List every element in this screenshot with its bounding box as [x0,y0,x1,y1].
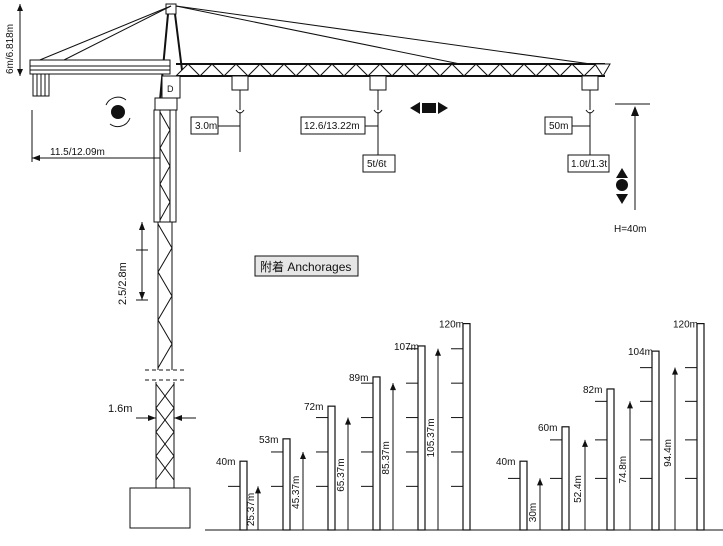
mast-right-group-0 [519,460,528,531]
anchor-height-label-right-group-2: 74.8m [618,456,629,484]
anchor-arrow-left-group-1 [300,451,306,459]
label-radius-mid: 12.6/13.22m [304,121,360,132]
mast-upper [153,109,177,223]
label-load-tip: 1.0t/1.3t [571,159,607,170]
anchor-arrow-left-group-0 [255,486,261,494]
label-mast-width: 1.6m [108,403,132,415]
dim-mast-section: 2.5/2.8m [117,222,148,305]
anchorage-group-right: 40m 60m 82m 104m 120m 30m 52.4m 74.8m 94.4m [496,320,705,531]
svg-text:D: D [167,84,174,94]
mast-lower [155,382,175,488]
height-label-right-group-2: 82m [583,385,602,396]
label-counter-jib-height: 6m/6.818m [5,24,16,74]
height-label-right-group-3: 104m [628,347,653,358]
height-label-right-group-4: 120m [673,320,698,331]
label-load-mid: 5t/6t [367,159,387,170]
label-hook-height: H=40m [614,224,647,235]
anchor-height-label-right-group-0: 30m [528,503,539,522]
jib [175,63,611,77]
trolley-travel-icon [410,102,448,114]
dim-counter-jib-height: 6m/6.818m [5,4,23,76]
anchor-arrow-left-group-3 [390,383,396,391]
mast-left-group-4 [417,345,426,531]
radius-mid: 12.6/13.22m 5t/6t [300,116,396,173]
mast-right-group-3 [651,350,660,531]
height-label-right-group-1: 60m [538,423,557,434]
mast-right-group-4 [696,323,705,531]
height-arrow [615,103,650,210]
anchorages-title-text: 附着 Anchorages [260,259,351,274]
anchor-arrow-right-group-0 [537,478,543,486]
height-label-left-group-4: 107m [394,342,419,353]
anchor-height-label-left-group-3: 85.37m [381,441,392,474]
anchor-arrow-left-group-4 [435,348,441,356]
radius-near: 3.0m [190,116,240,135]
slew-rotation-icon [105,96,131,128]
mast-left-group-5 [462,323,471,531]
label-radius-near: 3.0m [195,121,217,132]
anchorages-title: 附着 Anchorages [254,255,359,277]
dim-counter-jib-length: 11.5/12.09m [31,110,160,162]
mast-left-group-2 [327,405,336,531]
height-label-left-group-0: 40m [216,457,235,468]
anchor-height-label-left-group-1: 45.37m [291,476,302,509]
mast-right-group-1 [561,426,570,531]
anchor-arrow-right-group-1 [582,439,588,447]
hook-near [231,75,249,152]
counter-jib [29,59,171,97]
radius-tip: 50m 1.0t/1.3t [544,116,610,173]
anchor-height-label-right-group-1: 52.4m [573,475,584,503]
height-label-left-group-2: 72m [304,402,323,413]
anchor-arrow-right-group-3 [672,367,678,375]
mast-left-group-3 [372,376,381,531]
height-label-left-group-1: 53m [259,435,278,446]
height-label-left-group-3: 89m [349,373,368,384]
label-mast-section: 2.5/2.8m [117,262,129,305]
anchor-height-label-left-group-4: 105.37m [426,418,437,457]
tower-head [159,3,183,101]
hook-mid [369,75,387,155]
anchor-arrow-right-group-2 [627,401,633,409]
hook-tip [581,75,599,155]
label-radius-tip: 50m [549,121,568,132]
dim-mast-width: 1.6m [108,403,196,421]
hoist-icon [616,168,628,204]
anchor-height-label-right-group-3: 94.4m [663,439,674,467]
mast-left-group-0 [239,460,248,531]
operator-cab: D [161,75,181,99]
anchorage-group-left: 40m 53m 72m 89m 107m 120m 25.37m 45.37m 65.37m 85… [216,320,471,531]
height-label-left-group-5: 120m [439,320,464,331]
anchor-height-label-left-group-0: 25.37m [246,493,257,526]
height-label-right-group-0: 40m [496,457,515,468]
mast-middle [145,222,185,381]
tower-crane: D [5,3,650,529]
label-counter-jib-length: 11.5/12.09m [50,147,105,158]
foundation-block [129,487,191,529]
mast-right-group-2 [606,388,615,531]
anchor-arrow-left-group-2 [345,417,351,425]
mast-left-group-1 [282,438,291,531]
anchor-height-label-left-group-2: 65.37m [336,458,347,491]
slewing-ring [154,97,178,111]
pendant-lines [29,5,606,67]
